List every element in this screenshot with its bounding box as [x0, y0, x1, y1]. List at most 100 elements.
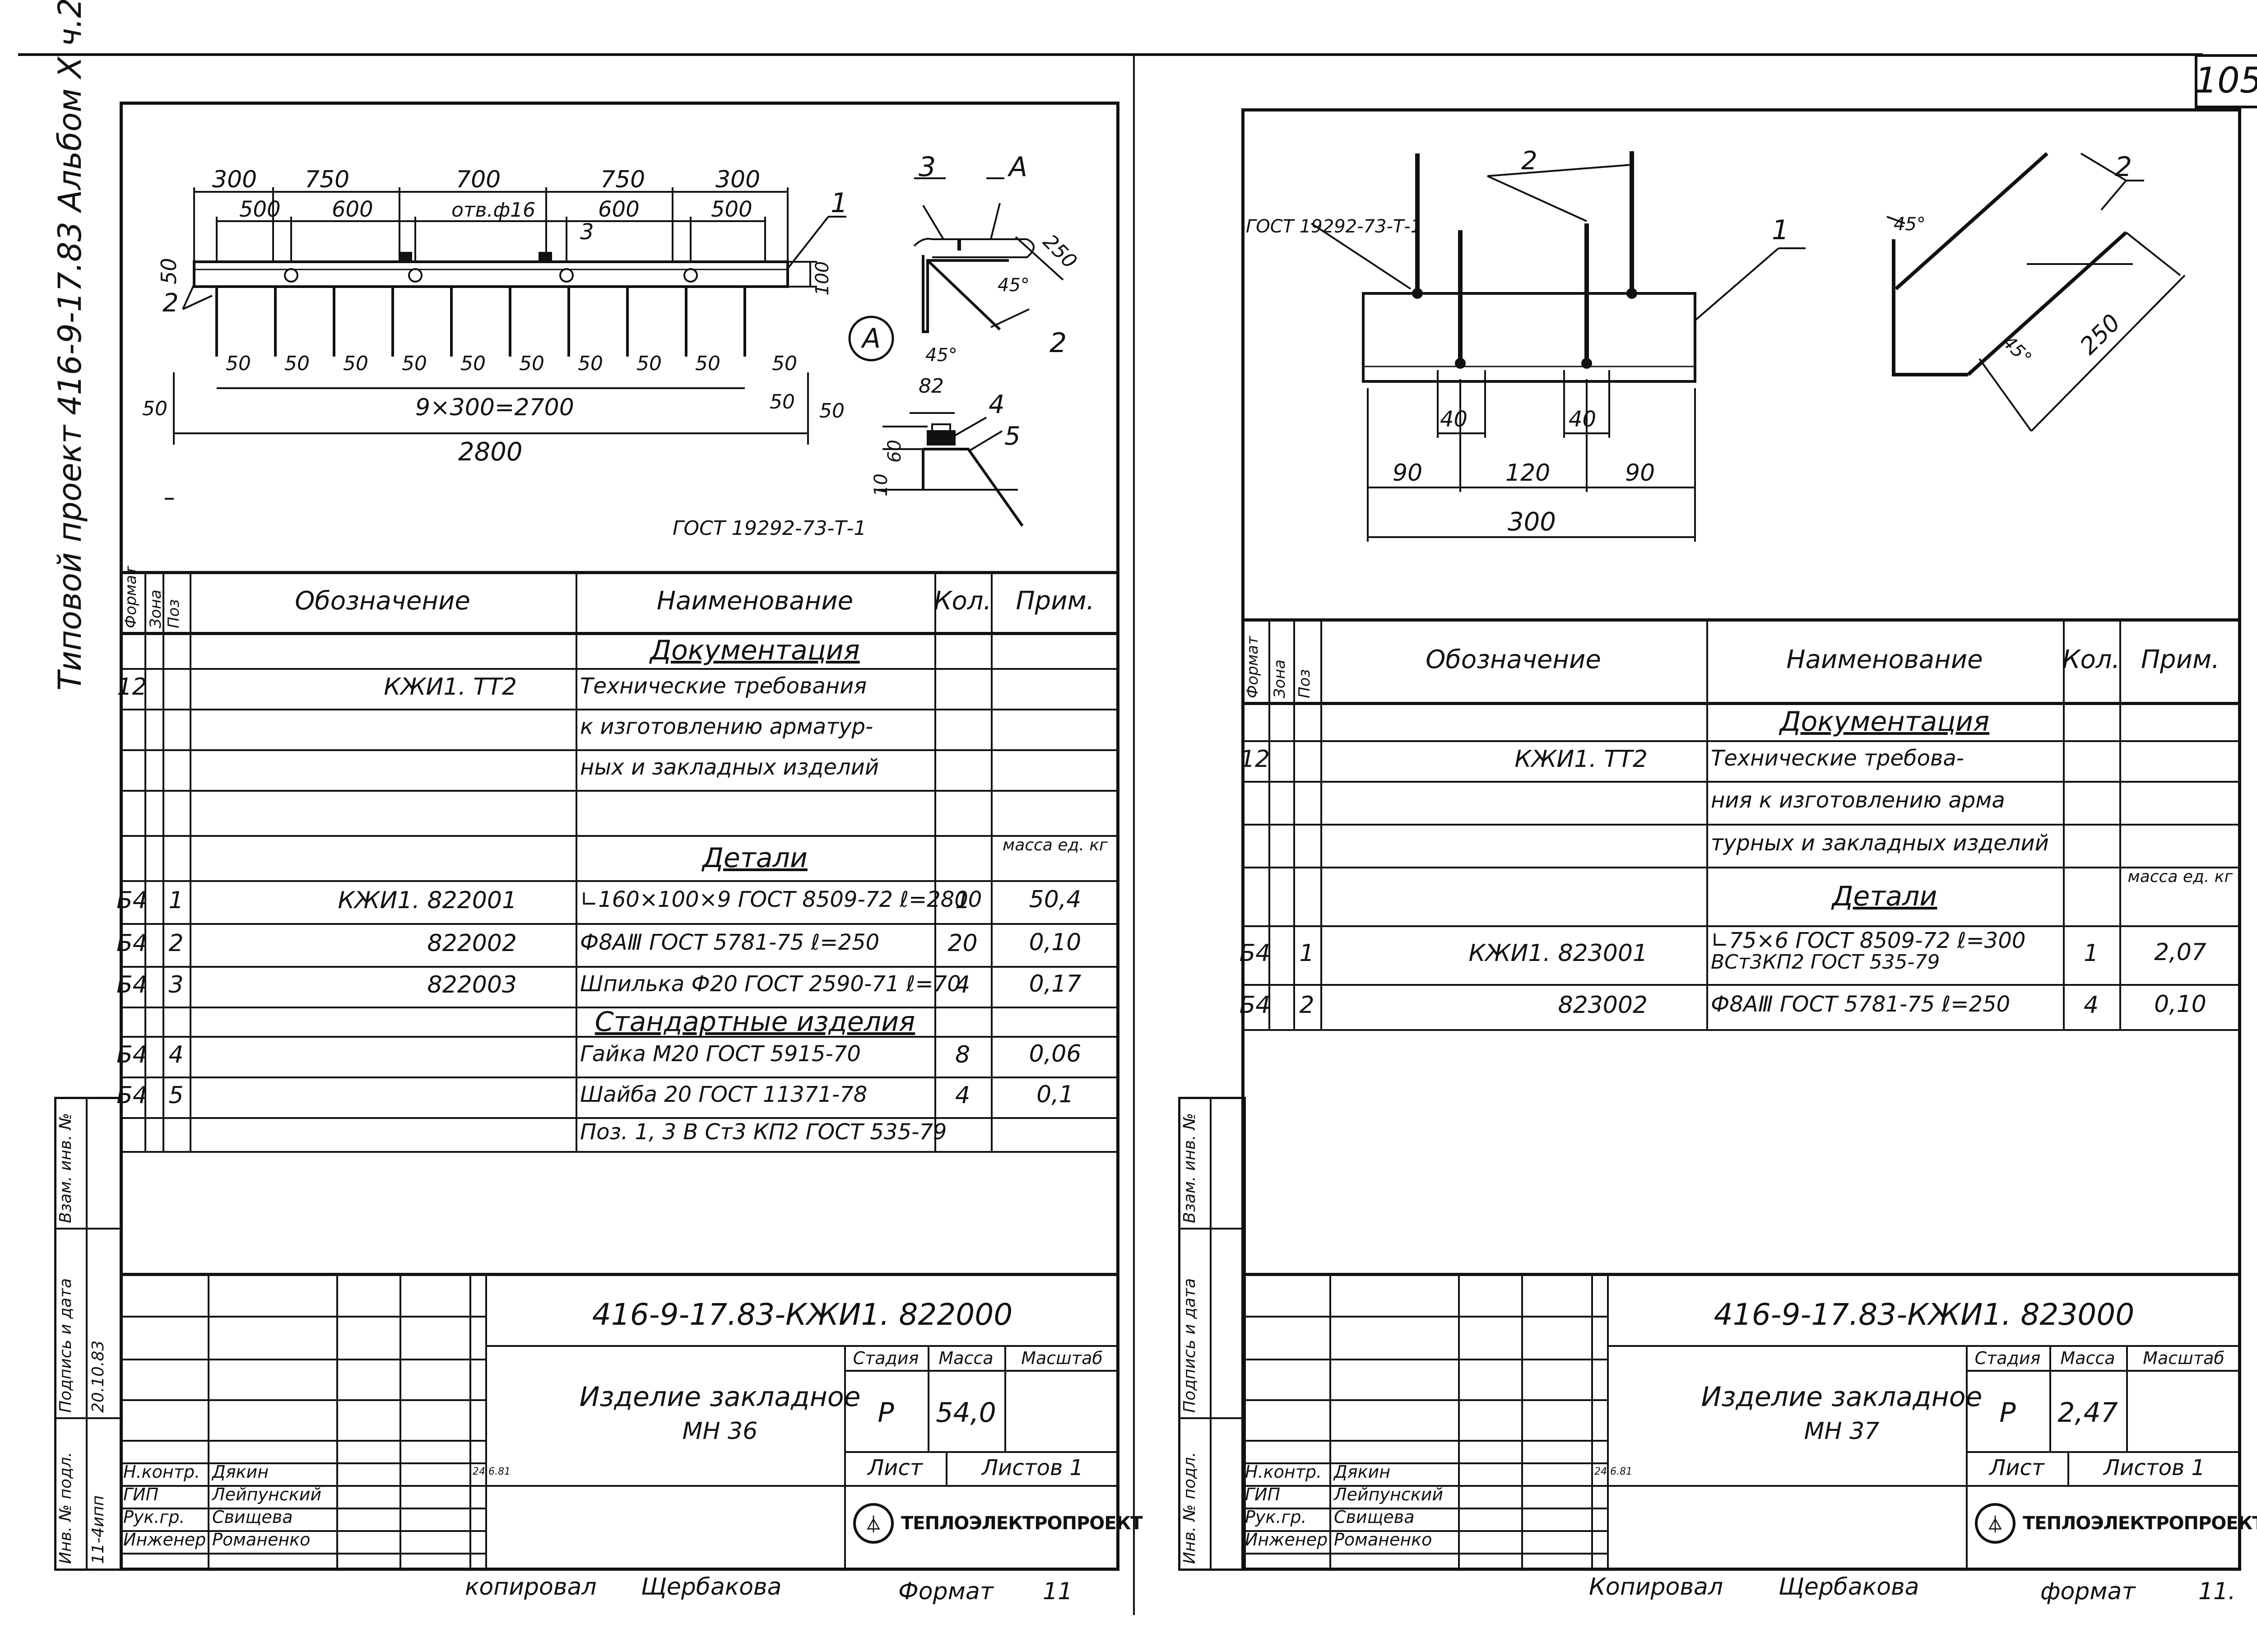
spec-cell-pos: 4 — [168, 1041, 184, 1069]
spec-row-line — [120, 790, 1119, 792]
tb-grid-row — [1241, 1462, 1607, 1464]
dim-250: 250 — [2075, 309, 2126, 360]
hole — [559, 268, 574, 283]
spec-cell-qty: 4 — [2083, 992, 2099, 1019]
tb-mass-label: Масса — [938, 1348, 994, 1368]
spec-cell-format: Б4 — [116, 971, 148, 999]
angle-section — [1892, 239, 1968, 376]
dim-sub: 500 — [239, 197, 281, 222]
left-drawing-labels: 300 750 700 750 300 500 600 600 500 отв.… — [142, 151, 1082, 540]
dim-40: 40 — [1569, 407, 1596, 432]
spec-section-title: Детали — [1832, 881, 1937, 913]
dim-120: 120 — [1505, 459, 1550, 487]
tb-grid-row — [1241, 1399, 1607, 1401]
tb-grid-column — [1591, 1273, 1593, 1571]
spec-cell-name: ния к изготовлению арма — [1711, 787, 2005, 813]
hole — [408, 268, 423, 283]
org-logo-icon: ⏃ — [1975, 1503, 2016, 1544]
spec-cell-qty: 4 — [955, 1082, 971, 1109]
left-margin-sign-value: 20.10.83 — [89, 1340, 107, 1413]
tb-sheets-label: Листов 1 — [2103, 1455, 2206, 1480]
dim-sub: 500 — [711, 197, 752, 222]
detail-60: 60 — [884, 440, 905, 463]
side-50: 50 — [157, 258, 181, 284]
tb-stage-header-line — [844, 1370, 1119, 1372]
detail-4: 4 — [989, 390, 1005, 419]
tb-grid-row — [120, 1359, 485, 1360]
side-50: 50 — [142, 397, 167, 420]
tb-grid-column — [1607, 1273, 1609, 1571]
hole-label: отв.ф16 — [451, 199, 535, 222]
spec-row-line — [120, 1077, 1119, 1078]
spec-cell-pos: 2 — [1299, 992, 1314, 1019]
spec-cell-format: 12 — [117, 673, 147, 701]
spec-cell-name: Ф8АⅢ ГОСТ 5781-75 ℓ=250 — [1711, 992, 2011, 1017]
right-copied-label: Копировал — [1589, 1573, 1723, 1601]
tb-name-line — [485, 1485, 1119, 1487]
hole — [284, 268, 298, 283]
spec-cell-pos: 2 — [168, 929, 184, 957]
spec-row-line — [120, 1151, 1119, 1153]
tb-product-mark: МН 37 — [1804, 1418, 1880, 1445]
view-a-2: 2 — [1050, 327, 1067, 359]
spec-row-line — [120, 835, 1119, 837]
spec-cell-designation: КЖИ1. 822001 — [338, 886, 517, 914]
tb-scale-label: Масштаб — [2143, 1348, 2224, 1368]
view-a-profile — [922, 255, 1009, 333]
org-name: ТЕПЛОЭЛЕКТРОПРОЕКТ — [901, 1513, 1143, 1534]
tb-grid-column — [399, 1273, 401, 1571]
left-format-label: Формат — [898, 1578, 994, 1605]
spec-cell-note: 0,1 — [1036, 1081, 1074, 1109]
left-margin-strip — [54, 1097, 122, 1571]
right-margin-divider — [1210, 1097, 1212, 1571]
tb-person: Лейпунский — [212, 1485, 322, 1504]
spec-row-line — [1241, 984, 2241, 986]
spec-header-line — [1241, 702, 2241, 705]
tb-grid-row — [120, 1316, 485, 1318]
tb-role: Н.контр. — [1245, 1462, 1322, 1482]
spec-cell-format: Б4 — [116, 929, 148, 957]
tb-grid-row — [1241, 1530, 1607, 1532]
tb-person: Дякин — [1334, 1462, 1391, 1482]
leader-1: 1 — [1772, 214, 1789, 246]
spec-cell-name: Технические требования — [580, 673, 867, 699]
pitch-50: 50 — [343, 352, 368, 375]
left-format-value: 11 — [1043, 1578, 1073, 1605]
right-drawing-labels: ГОСТ 19292-73-Т-1 2 1 2 40 40 90 120 90 … — [1246, 146, 2132, 537]
angle-body — [193, 260, 789, 288]
spec-section-title: Стандартные изделия — [594, 1006, 915, 1038]
spec-cell-name: ∟75×6 ГОСТ 8509-72 ℓ=300 — [1711, 928, 2026, 954]
spec-frame — [120, 571, 1119, 1151]
spec-cell-name: Технические требова- — [1711, 746, 1964, 771]
tb-stage-divider — [844, 1345, 846, 1571]
pitch-50: 50 — [636, 352, 662, 375]
tb-grid-row — [120, 1462, 485, 1464]
tb-grid-row — [1241, 1440, 1607, 1442]
side-50: 50 — [819, 399, 845, 422]
spec-column-divider — [576, 571, 577, 1151]
spec-cell-designation: КЖИ1. 823001 — [1468, 940, 1648, 967]
spec-cell-name: к изготовлению арматур- — [580, 714, 873, 740]
pitch-50: 50 — [460, 352, 486, 375]
tb-sheet-label: Лист — [1989, 1455, 2044, 1480]
spec-header-note: Прим. — [1016, 586, 1095, 616]
stud — [399, 252, 412, 263]
leader-2: 2 — [163, 288, 179, 318]
dim-top: 300 — [715, 166, 760, 193]
pitch-50: 50 — [772, 352, 797, 375]
spec-cell-format: Б4 — [1239, 992, 1271, 1019]
tb-grid-row — [1241, 1359, 1607, 1360]
title-block-top — [1241, 1273, 2241, 1276]
spec-cell-name: ∟160×100×9 ГОСТ 8509-72 ℓ=2800 — [580, 886, 982, 912]
spec-cell-name: турных и закладных изделий — [1711, 830, 2049, 856]
tb-code: 416-9-17.83-КЖИ1. 823000 — [1714, 1297, 2135, 1332]
view-a-250: 250 — [1038, 230, 1081, 273]
spec-cell-note: масса ед. кг — [2127, 868, 2233, 886]
height-100: 100 — [812, 261, 833, 296]
right-margin-strip — [1178, 1097, 1246, 1571]
left-margin-row — [54, 1228, 122, 1230]
spec-row-line — [120, 1007, 1119, 1008]
right-format-label: формат — [2040, 1578, 2136, 1605]
spec-cell-format: Б4 — [1239, 940, 1271, 967]
spec-row-line — [1241, 740, 2241, 742]
